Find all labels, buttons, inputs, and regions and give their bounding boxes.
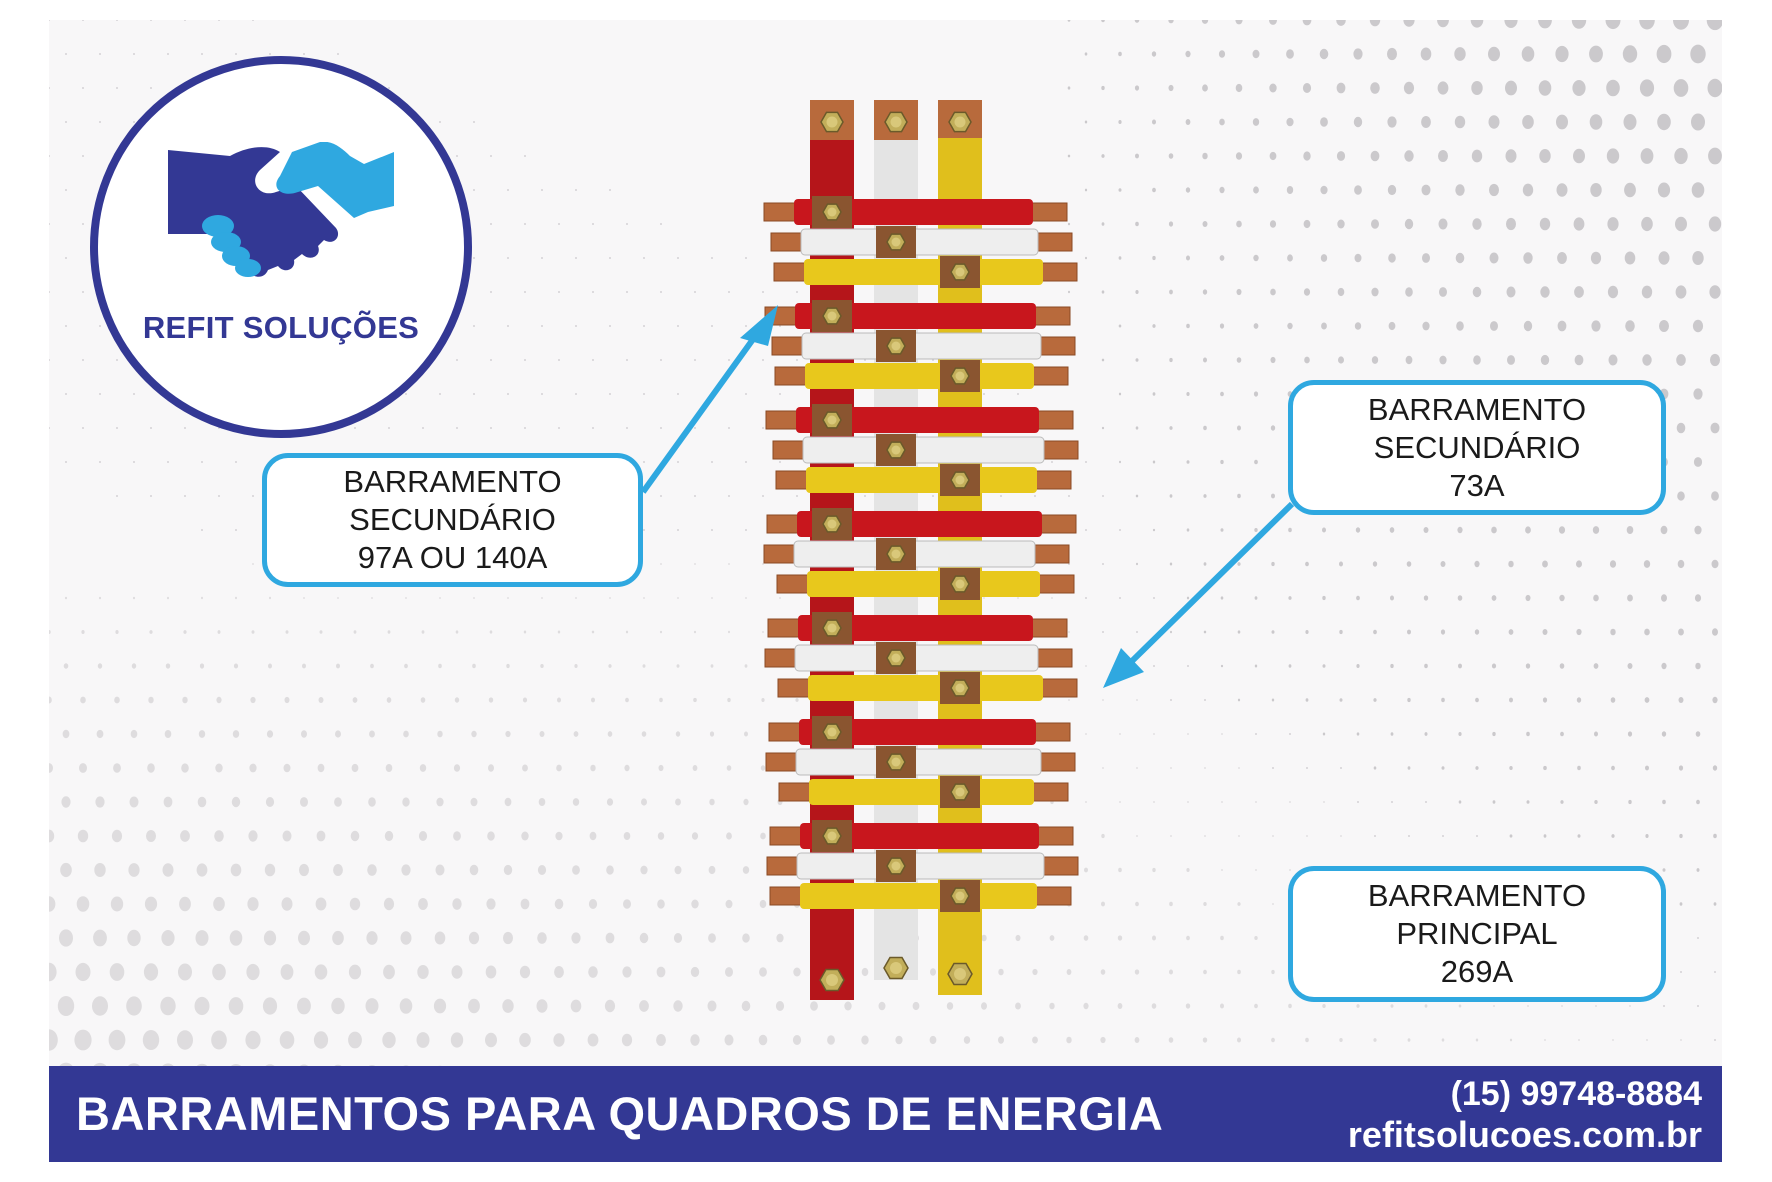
handshake-icon xyxy=(168,142,394,277)
callout-line: SECUNDÁRIO xyxy=(1373,429,1581,465)
logo-company-name: REFIT SOLUÇÕES xyxy=(142,310,420,345)
company-logo: REFIT SOLUÇÕES xyxy=(90,56,472,438)
callout-line: BARRAMENTO xyxy=(1367,878,1587,913)
phone-number[interactable]: (15) 99748-8884 xyxy=(1450,1075,1702,1113)
footer-banner: BARRAMENTOS PARA QUADROS DE ENERGIA (15)… xyxy=(49,1066,1722,1162)
callout-line: 73A xyxy=(1449,467,1505,503)
callout-line: BARRAMENTO xyxy=(343,464,562,499)
contact-info: (15) 99748-8884 refitsolucoes.com.br xyxy=(1348,1074,1702,1156)
callout-line: BARRAMENTO xyxy=(1367,391,1587,427)
callout-secondary-97a-140a: BARRAMENTO SECUNDÁRIO 97A OU 140A xyxy=(262,453,643,587)
callout-principal-269a: BARRAMENTO PRINCIPAL 269A xyxy=(1288,866,1666,1002)
website-link[interactable]: refitsolucoes.com.br xyxy=(1347,1114,1702,1155)
callout-line: PRINCIPAL xyxy=(1396,916,1558,951)
banner-title: BARRAMENTOS PARA QUADROS DE ENERGIA xyxy=(76,1087,1164,1140)
busbar-assembly-photo xyxy=(763,100,1079,1000)
callout-line: 269A xyxy=(1440,954,1514,989)
callout-secondary-73a: BARRAMENTO SECUNDÁRIO 73A xyxy=(1288,380,1666,515)
callout-line: SECUNDÁRIO xyxy=(349,502,556,537)
callout-line: 97A OU 140A xyxy=(357,540,548,575)
